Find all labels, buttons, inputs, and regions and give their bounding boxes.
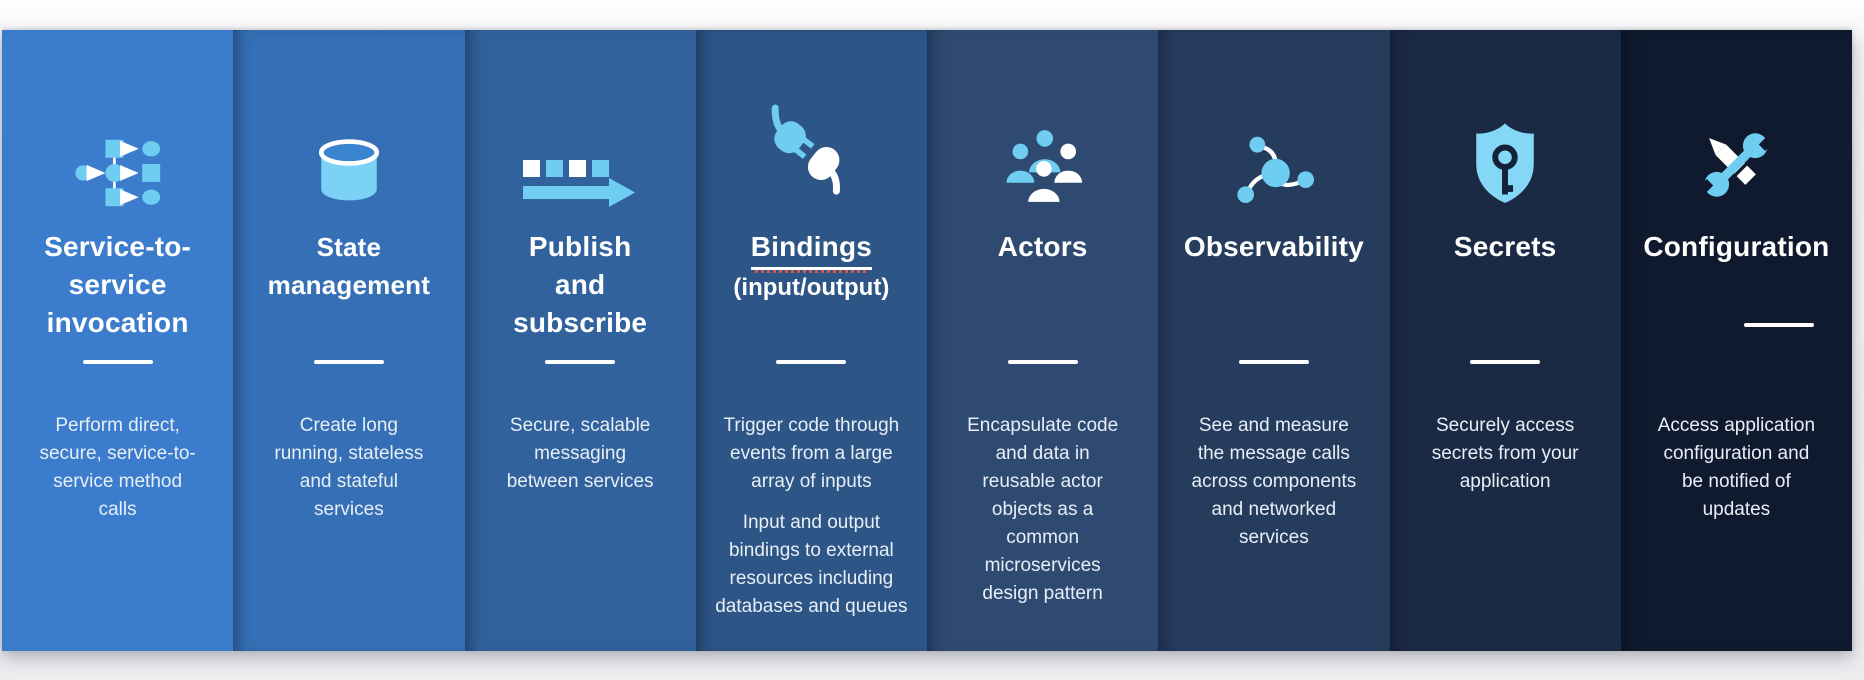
description-zone: Encapsulate code and data in reusable ac… (927, 412, 1158, 608)
card-description-2: Input and output bindings to external re… (715, 512, 908, 617)
divider-line (1470, 360, 1541, 364)
description-zone: Access application configuration and be … (1621, 412, 1852, 524)
icon-zone (696, 30, 927, 220)
title-zone: Service-to- service invocation (2, 220, 233, 360)
description-zone: See and measure the message calls across… (1158, 412, 1389, 552)
title-zone: Publish and subscribe (465, 220, 696, 360)
card-description: Access application configuration and be … (1657, 415, 1816, 520)
card-description: See and measure the message calls across… (1191, 415, 1357, 548)
building-blocks-row: Service-to- service invocation Perform d… (2, 30, 1852, 651)
card-service-invocation: Service-to- service invocation Perform d… (2, 30, 234, 651)
icon-zone (233, 30, 464, 220)
icon-zone: . (1621, 30, 1852, 220)
card-actors: Actors Encapsulate code and data in reus… (927, 30, 1159, 651)
card-title: Observability (1183, 231, 1364, 262)
description-zone: Create long running, stateless and state… (233, 412, 464, 524)
card-description: Securely access secrets from your applic… (1431, 415, 1579, 492)
title-zone: Observability (1158, 220, 1389, 360)
title-zone: Secrets (1390, 220, 1621, 360)
card-title: State management (267, 232, 431, 300)
wrench-pen-icon: . (1699, 133, 1774, 197)
message-queue-arrow-icon (523, 160, 636, 207)
description-zone: Perform direct, secure, service-to- serv… (2, 412, 233, 524)
card-publish-subscribe: Publish and subscribe Secure, scalable m… (464, 30, 696, 651)
title-zone: Actors (927, 220, 1158, 360)
card-secrets: Secrets Securely access secrets from you… (1389, 30, 1621, 651)
divider-line (545, 360, 616, 364)
card-description: Secure, scalable messaging between servi… (506, 415, 654, 492)
card-title: Secrets (1453, 231, 1557, 262)
card-bindings: Bindings (input/output) Trigger code thr… (695, 30, 927, 651)
card-configuration: . Configuration Access application confi… (1620, 30, 1852, 651)
card-state-management: State management Create long running, st… (233, 30, 465, 651)
card-title: Publish and subscribe (513, 231, 648, 338)
database-cylinder-icon (318, 139, 379, 201)
icon-zone (927, 30, 1158, 220)
card-description: Perform direct, secure, service-to- serv… (39, 415, 196, 520)
title-zone: State management (233, 220, 464, 360)
description-zone: Securely access secrets from your applic… (1390, 412, 1621, 496)
shield-key-icon (1476, 123, 1534, 203)
card-subtitle: (input/output) (733, 274, 890, 301)
description-zone: Secure, scalable messaging between servi… (465, 412, 696, 496)
card-title: Bindings (696, 228, 927, 273)
card-description: Create long running, stateless and state… (274, 415, 424, 520)
icon-zone (1158, 30, 1389, 220)
icon-zone (1390, 30, 1621, 220)
card-description: Trigger code through events from a large… (723, 415, 900, 492)
divider-line (1744, 323, 1814, 327)
divider-line (1007, 360, 1078, 364)
flowchart-icon (74, 139, 160, 207)
people-group-icon (1006, 130, 1082, 202)
icon-zone (2, 30, 233, 220)
card-title: Actors (997, 231, 1088, 262)
icon-zone (465, 30, 696, 220)
card-title: Service-to- service invocation (44, 231, 192, 338)
card-title: Configuration (1643, 231, 1830, 262)
card-title-text: Bindings (750, 228, 873, 273)
divider-line (1238, 360, 1309, 364)
divider-line (82, 360, 153, 364)
network-nodes-icon (1237, 136, 1314, 203)
divider-line (313, 360, 384, 364)
plug-icon (772, 104, 841, 195)
card-observability: Observability See and measure the messag… (1158, 30, 1390, 651)
description-zone: Trigger code through events from a large… (696, 412, 927, 621)
title-zone: Bindings (input/output) (696, 220, 927, 360)
title-zone: Configuration (1621, 220, 1852, 323)
divider-line (776, 360, 847, 364)
card-description: Encapsulate code and data in reusable ac… (967, 415, 1119, 604)
